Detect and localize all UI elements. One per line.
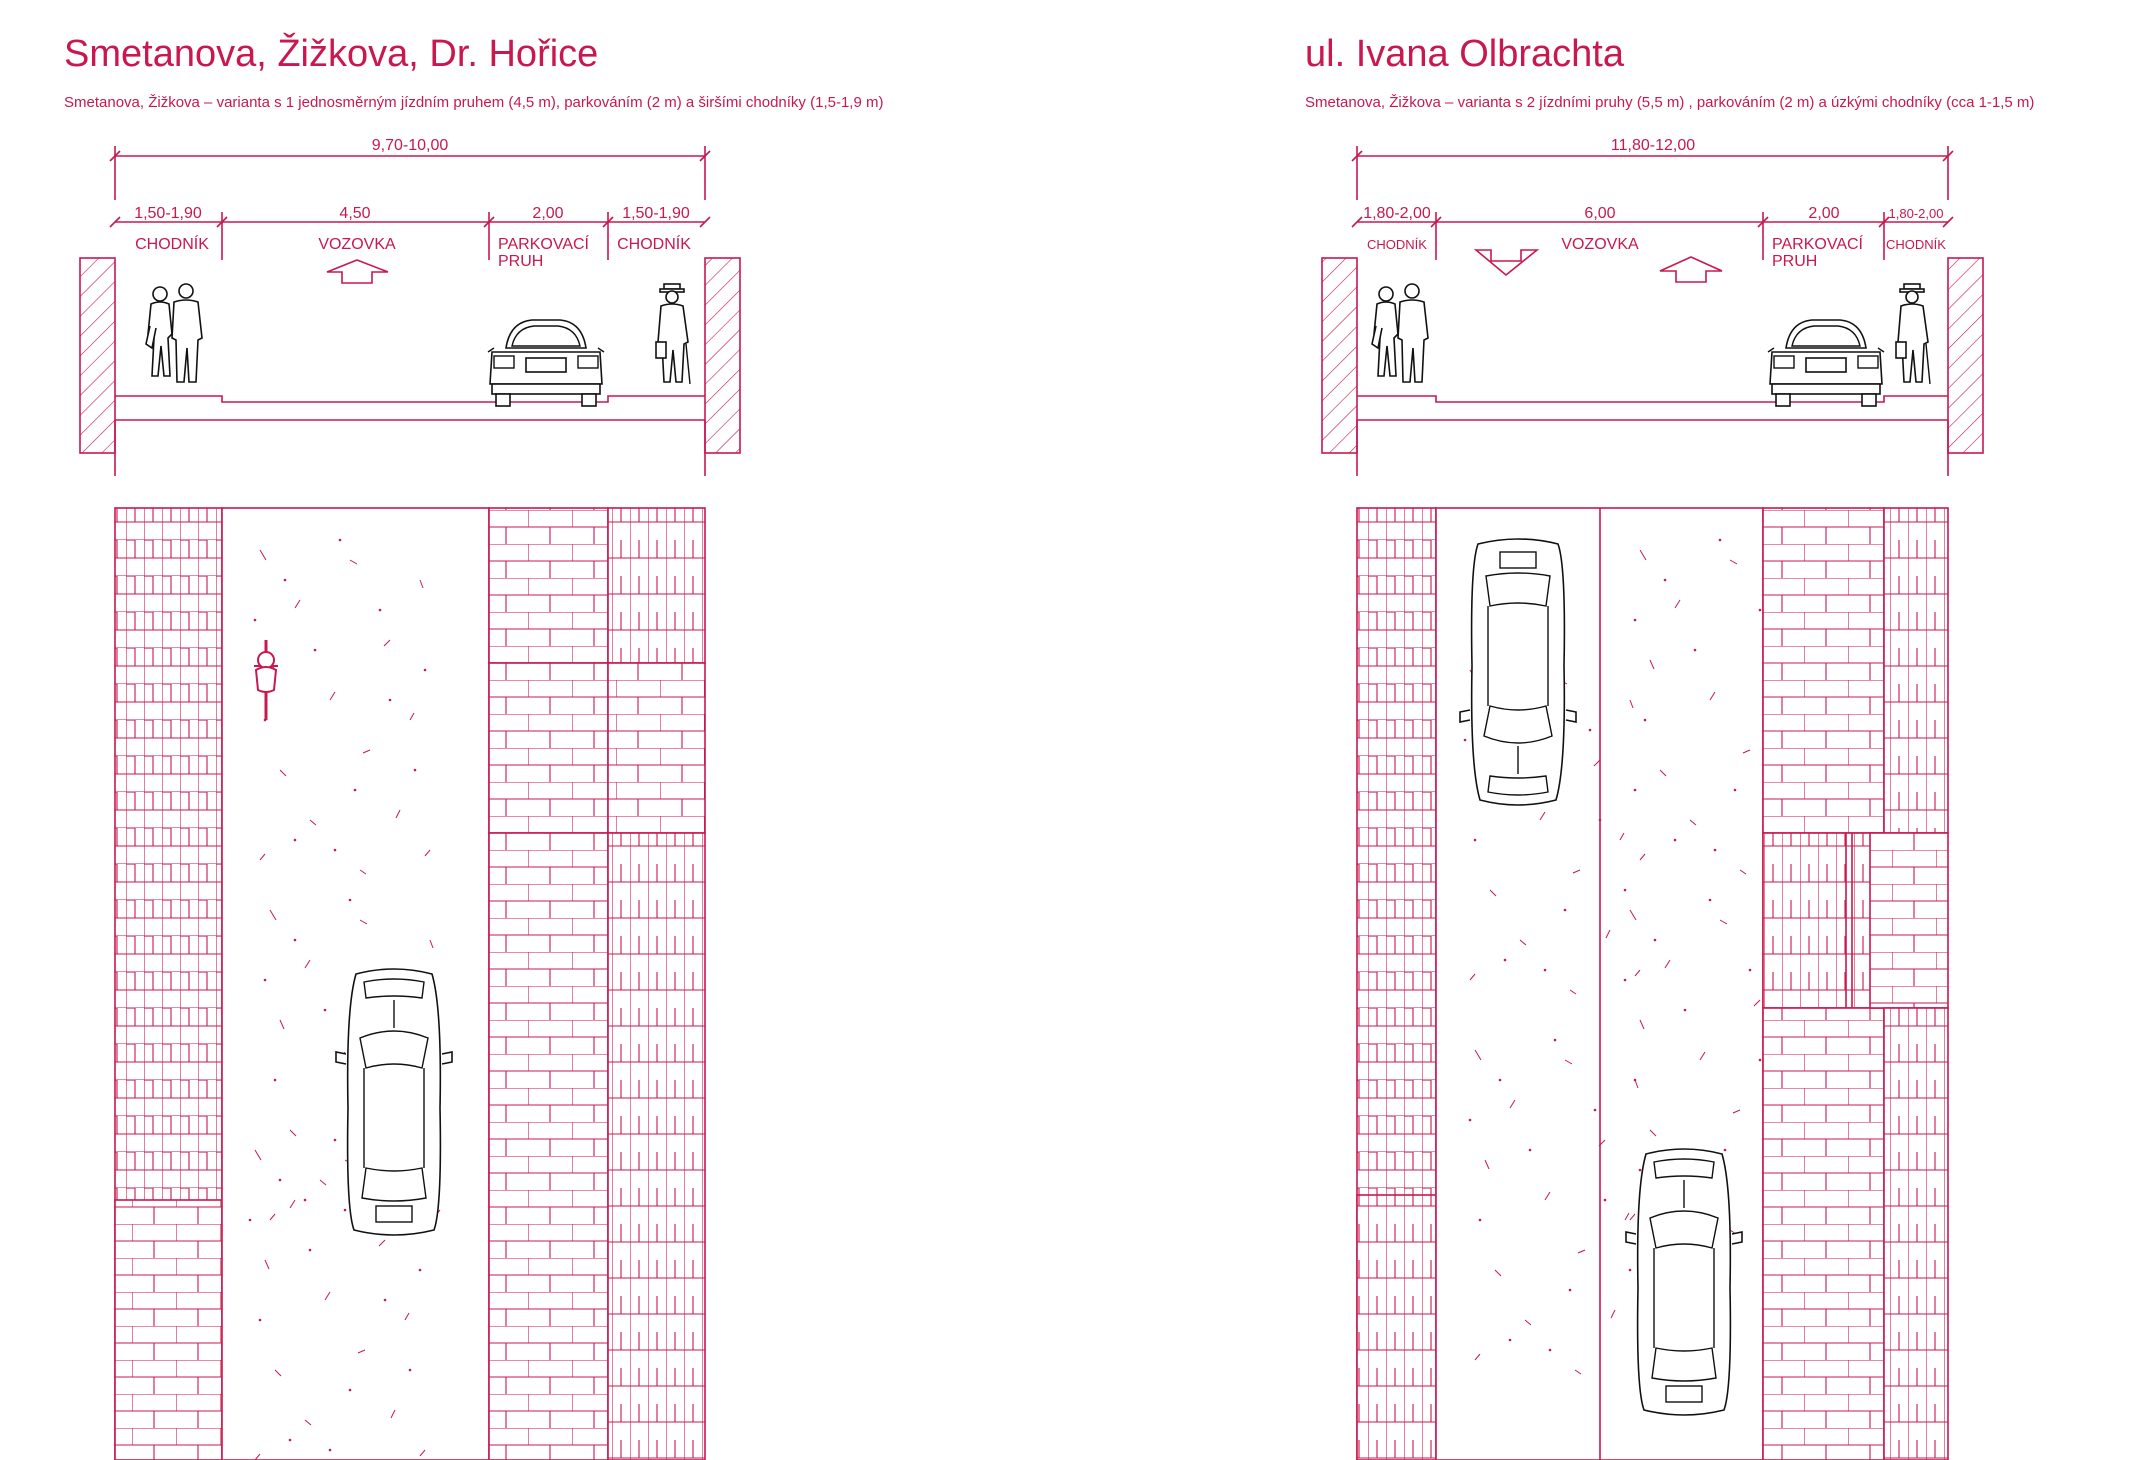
right-label-parking-2: PRUH	[1772, 253, 1817, 270]
car-top-icon	[1625, 1148, 1743, 1416]
right-section: ul. Ivana Olbrachta Smetanova, Žižkova –…	[1305, 33, 2034, 1460]
right-total-width: 11,80-12,00	[1611, 137, 1695, 154]
left-wall-left	[79, 257, 116, 454]
right-label-parking-1: PARKOVACÍ	[1772, 234, 1864, 253]
left-total-width: 9,70-10,00	[372, 137, 449, 154]
right-segment-dimensions: 1,80-2,00 6,00 2,00 1,80-2,00	[1351, 205, 1954, 260]
right-wall-left	[1321, 257, 1358, 454]
right-label-sidewalk-right: CHODNÍK	[1886, 237, 1946, 252]
left-label-sidewalk-left: CHODNÍK	[135, 234, 209, 253]
right-section-surface	[1357, 395, 1948, 403]
pedestrian-man-icon	[655, 283, 691, 385]
left-plan-view	[114, 507, 706, 1460]
left-label-parking-1: PARKOVACÍ	[498, 234, 590, 253]
right-wall-right	[1947, 257, 1984, 454]
car-rear-icon	[487, 319, 605, 407]
direction-arrow-icon	[1659, 256, 1723, 283]
left-segment-dimensions: 1,50-1,90 4,50 2,00 1,50-1,90	[109, 205, 711, 260]
left-title: Smetanova, Žižkova, Dr. Hořice	[64, 32, 598, 75]
right-total-dimension: 11,80-12,00	[1351, 137, 1954, 200]
right-dim-parking: 2,00	[1808, 205, 1839, 222]
left-label-sidewalk-right: CHODNÍK	[617, 234, 691, 253]
pedestrian-man-icon	[1895, 283, 1931, 385]
pedestrian-couple-icon	[145, 283, 203, 383]
direction-arrow-icon	[326, 259, 389, 284]
left-dim-sidewalk-left: 1,50-1,90	[134, 205, 202, 222]
car-top-icon	[1459, 538, 1577, 806]
left-section: Smetanova, Žižkova, Dr. Hořice Smetanova…	[64, 32, 883, 1460]
left-total-dimension: 9,70-10,00	[109, 137, 711, 200]
left-label-parking-2: PRUH	[498, 253, 543, 270]
left-section-surface	[115, 395, 705, 403]
car-top-icon	[335, 968, 453, 1236]
left-subtitle: Smetanova, Žižkova – varianta s 1 jednos…	[64, 94, 883, 111]
left-dim-parking: 2,00	[532, 205, 563, 222]
right-label-road: VOZOVKA	[1561, 236, 1639, 253]
right-dim-sidewalk-left: 1,80-2,00	[1363, 205, 1431, 222]
direction-arrow-icon	[1473, 249, 1540, 277]
right-title: ul. Ivana Olbrachta	[1305, 33, 1625, 75]
right-dim-road: 6,00	[1584, 205, 1615, 222]
right-label-sidewalk-left: CHODNÍK	[1367, 237, 1427, 252]
left-dim-sidewalk-right: 1,50-1,90	[622, 205, 690, 222]
left-wall-right	[704, 257, 741, 454]
car-rear-icon	[1767, 319, 1885, 407]
left-label-road: VOZOVKA	[318, 236, 396, 253]
right-subtitle: Smetanova, Žižkova – varianta s 2 jízdní…	[1305, 94, 2034, 111]
pedestrian-couple-icon	[1371, 283, 1429, 383]
left-dim-road: 4,50	[339, 205, 370, 222]
right-plan-view	[1356, 507, 1949, 1460]
right-dim-sidewalk-right: 1,80-2,00	[1889, 206, 1944, 221]
